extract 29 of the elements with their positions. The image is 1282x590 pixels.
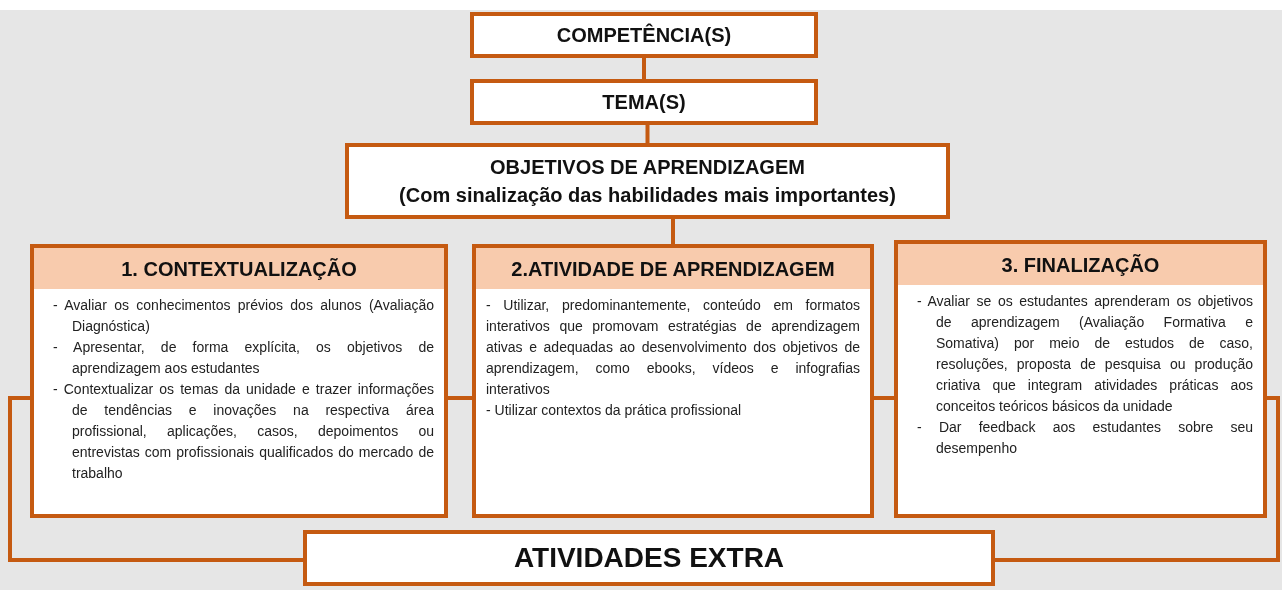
process-box xyxy=(345,143,950,219)
process-box xyxy=(470,12,818,58)
bullet-text: - Apresentar, de forma explícita, os objetivos de aprendizagem aos estudantes xyxy=(52,338,434,378)
box-subtitle: (Com sinalização das habilidades mais importantes) xyxy=(399,183,896,208)
section-heading: 2.ATIVIDADE DE APRENDIZAGEM xyxy=(476,248,870,289)
connector-line xyxy=(671,219,675,244)
box-title: OBJETIVOS DE APRENDIZAGEM xyxy=(490,155,805,180)
box-title: TEMA(S) xyxy=(602,90,686,115)
connector-line xyxy=(448,396,472,400)
bullet-text: - Utilizar, predominantemente, conteúdo em formatos interativos que promovam estratégias de aprendizagem ativas e adequadas ao desenvolvimento dos objetivos de aprendizagem, como ebooks, vídeos e infografias interativos xyxy=(486,296,860,399)
process-box xyxy=(470,79,818,125)
connector-line xyxy=(995,396,1280,562)
bullet-text: - Dar feedback aos estudantes sobre seu desempenho xyxy=(916,418,1253,458)
bullet-text: - Contextualizar os temas da unidade e trazer informações de tendências e inovações na respectiva área profissional, aplicações, casos, depoimentos ou entrevistas com profissionais qualificados do mercado de trabalho xyxy=(52,380,434,483)
section-heading: 3. FINALIZAÇÃO xyxy=(898,244,1263,285)
bullet-text: - Avaliar os conhecimentos prévios dos alunos (Avaliação Diagnóstica) xyxy=(52,296,434,336)
process-box xyxy=(303,530,995,586)
bullet-text: - Avaliar se os estudantes aprenderam os objetivos de aprendizagem (Avaliação Formativa e Somativa) por meio de estudos de caso, resoluções, proposta de pesquisa ou produção criativa que integram atividades práticas aos conceitos teóricos básicos da unidade xyxy=(916,292,1253,416)
bullet-text: - Utilizar contextos da prática profissional xyxy=(486,401,743,420)
box-title: COMPETÊNCIA(S) xyxy=(556,22,732,48)
connector-line xyxy=(642,58,646,79)
connector-line xyxy=(645,125,650,143)
process-box xyxy=(472,244,874,518)
process-box xyxy=(894,240,1267,518)
section-heading: 1. CONTEXTUALIZAÇÃO xyxy=(34,248,444,289)
connector-line xyxy=(874,396,894,400)
connector-line xyxy=(8,396,303,562)
process-box xyxy=(30,244,448,518)
box-title: ATIVIDADES EXTRA xyxy=(513,541,785,576)
